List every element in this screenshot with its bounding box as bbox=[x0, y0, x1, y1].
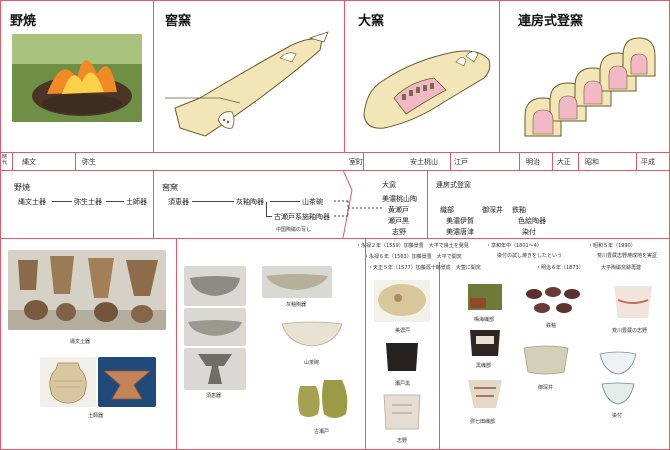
note-renbo-2: 染付の試し焼きをしたという bbox=[492, 253, 563, 259]
flow-kiseto: 黄瀬戸 bbox=[388, 206, 409, 214]
flow-title-renbo: 連房式登窯 bbox=[436, 181, 471, 189]
shino-photo bbox=[374, 391, 430, 433]
caption-narumi-oribe: 鳴海織部 bbox=[474, 317, 495, 323]
flow-koseto: 古瀬戸系施釉陶器 bbox=[274, 213, 330, 221]
caption-haji: 土師器 bbox=[88, 413, 104, 419]
era-taisho: 大正 bbox=[557, 158, 571, 166]
flow-kaiyu-toki: 灰釉陶器 bbox=[236, 198, 264, 206]
haji-bowl-photo bbox=[98, 357, 156, 407]
caption-kiseto: 美濃戸 bbox=[395, 328, 411, 334]
caption-tetsuyu: 鉄釉 bbox=[546, 323, 557, 329]
caption-shino: 志野 bbox=[397, 438, 408, 444]
flow-sueki: 須恵器 bbox=[168, 198, 189, 206]
era-yayoi: 弥生 bbox=[82, 158, 96, 166]
jomon-doki-photo bbox=[8, 250, 166, 330]
flow-mino-iga: 美濃伊賀 bbox=[446, 217, 474, 225]
anagama-kiln-drawing bbox=[160, 28, 340, 150]
caption-yamajawan: 山茶碗 bbox=[304, 360, 320, 366]
era-edo: 江戸 bbox=[454, 158, 468, 166]
caption-kuro-oribe: 黒織部 bbox=[476, 363, 492, 369]
note-renbo-1: ・享和年中（1801〜4） bbox=[486, 243, 542, 249]
panel-title-anagama: 窖窯 bbox=[165, 14, 192, 29]
era-meiji: 明治 bbox=[526, 158, 540, 166]
ogama-kiln-drawing bbox=[354, 30, 496, 144]
sueki-bowl-photo bbox=[184, 266, 246, 306]
panel-title-ogama: 大窯 bbox=[358, 14, 385, 29]
note-renbo-6: 大平陶磁窯跡再建 bbox=[596, 265, 642, 271]
panel-title-renbo: 連房式登窯 bbox=[518, 14, 584, 29]
flow-setoguro: 瀬戸黒 bbox=[388, 217, 409, 225]
note-renbo-5: 荒川豊蔵志野焼成地を実証 bbox=[592, 253, 658, 259]
era-muromachi: 室町 bbox=[349, 158, 363, 166]
caption-arakawa-shino: 荒川豊蔵の志野 bbox=[612, 328, 648, 334]
kuro-oribe-photo bbox=[464, 326, 506, 360]
flow-jomon-doki: 縄文土器 bbox=[18, 198, 46, 206]
setoguro-photo bbox=[374, 337, 430, 377]
open-fire-photo bbox=[12, 34, 142, 122]
sueki-plate-photo bbox=[184, 308, 246, 346]
era-showa: 昭和 bbox=[585, 158, 599, 166]
renbo-kiln-drawing bbox=[505, 26, 665, 148]
flow-title-ogama: 大窯 bbox=[382, 181, 396, 189]
caption-ofuke: 御深井 bbox=[538, 385, 554, 391]
era-azuchi-momoyama: 安土桃山 bbox=[410, 158, 438, 166]
era-jomon: 縄文 bbox=[22, 158, 36, 166]
flow-tetsuyu: 鉄釉 bbox=[512, 206, 526, 214]
note-ogama-2: ・永禄６年（1563）加藤景豊 大平で開窯 bbox=[364, 254, 462, 260]
caption-jomon: 縄文土器 bbox=[70, 339, 91, 345]
sueki-stand-photo bbox=[184, 348, 246, 390]
flow-title-anagama: 窖窯 bbox=[162, 183, 178, 192]
yamajawan-photo bbox=[276, 314, 348, 354]
flow-yamajawan: 山茶碗 bbox=[302, 198, 323, 206]
era-heisei: 平成 bbox=[641, 158, 655, 166]
note-renbo-3: ・明治６年（1873） bbox=[536, 265, 584, 271]
sometsuke-cup-photo bbox=[596, 380, 640, 408]
kiseto-bowl-photo bbox=[374, 280, 430, 322]
flow-title-noyaki: 野焼 bbox=[14, 183, 30, 192]
yashichida-oribe-photo bbox=[464, 374, 506, 414]
haji-jar-photo bbox=[40, 357, 96, 407]
caption-yashichida-oribe: 弥七田織部 bbox=[470, 419, 496, 425]
flow-mino-karatsu: 美濃唐津 bbox=[446, 228, 474, 236]
caption-kaiyu: 灰釉陶器 bbox=[286, 302, 307, 308]
panel-title-noyaki: 野焼 bbox=[10, 14, 37, 29]
flow-oribe: 織部 bbox=[440, 206, 454, 214]
caption-setoguro: 瀬戸黒 bbox=[395, 381, 411, 387]
ofuke-photo bbox=[518, 340, 574, 380]
flow-mino-momoyama: 美濃桃山陶 bbox=[382, 195, 417, 203]
flow-chinese-copy: 中国陶磁の写し bbox=[276, 227, 312, 233]
note-ogama-3: ・天正５年（1577）加藤源十郎景成 大萱に開窯 bbox=[368, 265, 481, 271]
caption-sueki: 須恵器 bbox=[206, 393, 222, 399]
caption-koseto: 古瀬戸 bbox=[314, 429, 330, 435]
timeline-label: 時代 bbox=[2, 154, 8, 166]
tetsuyu-photo bbox=[520, 284, 586, 318]
note-ogama-1: ・永禄２年（1559）加藤景豊 大平で良土を発見 bbox=[356, 243, 469, 249]
note-renbo-4: ・昭和５年（1990） bbox=[588, 243, 636, 249]
koseto-jars-photo bbox=[294, 374, 354, 424]
flow-yayoi-doki: 弥生土器 bbox=[74, 198, 102, 206]
flow-shino: 志野 bbox=[392, 228, 406, 236]
flow-sometsuke: 染付 bbox=[522, 228, 536, 236]
arakawa-shino-photo bbox=[608, 280, 658, 324]
sometsuke-bowl-photo bbox=[596, 348, 640, 378]
narumi-oribe-photo bbox=[464, 280, 506, 314]
flow-hajiki: 土師器 bbox=[126, 198, 147, 206]
caption-sometsuke: 染付 bbox=[612, 413, 623, 419]
flow-ofuke: 御深井 bbox=[482, 206, 503, 214]
kaiyu-plate-photo bbox=[262, 266, 332, 298]
flow-iroe: 色絵陶器 bbox=[518, 217, 546, 225]
